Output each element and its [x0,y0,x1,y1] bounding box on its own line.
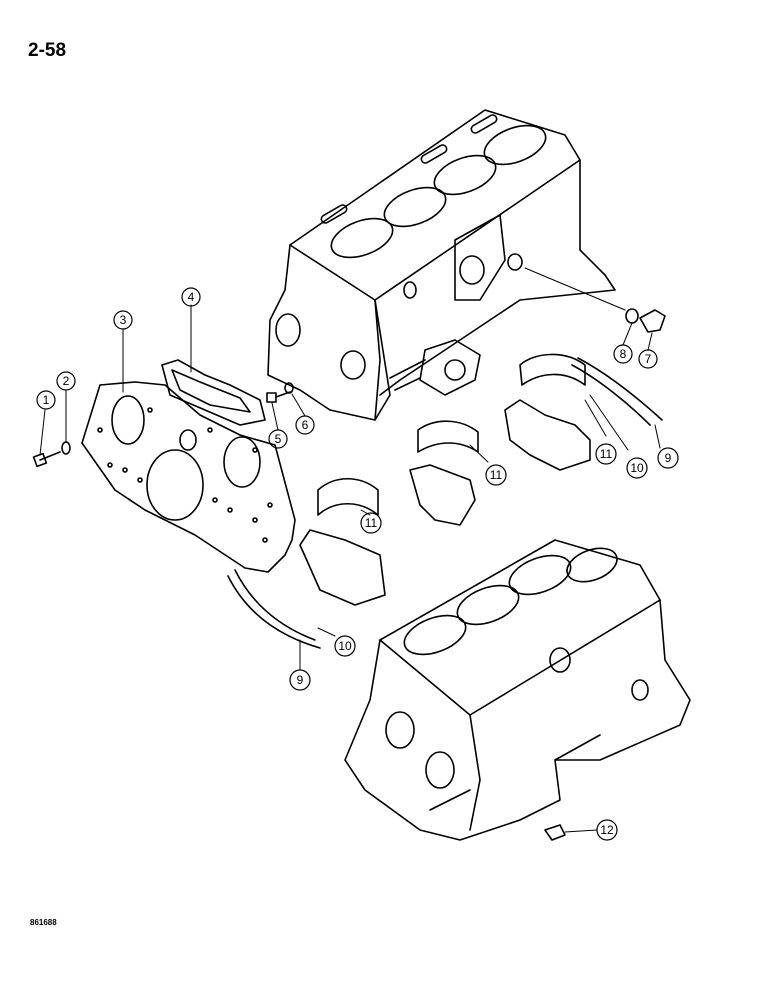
washer-2 [61,441,71,455]
main-bearing-set-lower-left [299,478,386,606]
thrust-washer-right [571,357,663,426]
callout-9-upper: 9 [657,447,679,469]
thrust-washer-left [227,569,321,649]
bolt-1 [32,451,61,468]
drawing-code: 861688 [30,918,57,927]
bolt-5 [266,391,291,403]
svg-text:6: 6 [302,418,309,432]
svg-text:11: 11 [600,447,613,461]
callout-10-upper: 10 [626,457,648,479]
page-number: 2-58 [28,40,67,61]
callout-7: 7 [638,349,658,369]
sender-7 [639,309,666,333]
plug-12 [544,824,566,841]
front-plate [81,381,296,573]
svg-text:4: 4 [188,290,195,304]
svg-text:11: 11 [490,468,503,482]
callout-6: 6 [295,415,315,435]
svg-text:11: 11 [365,516,378,530]
main-bearing-set-middle [409,420,479,526]
gasket [161,359,266,426]
callout-5: 5 [268,429,288,449]
svg-text:9: 9 [665,451,672,465]
callout-11-middle: 11 [485,464,507,486]
svg-text:10: 10 [338,639,352,653]
svg-text:10: 10 [630,461,644,475]
svg-text:3: 3 [120,313,127,327]
callout-12: 12 [596,819,618,841]
lower-cylinder-block [344,539,691,841]
callout-8: 8 [613,344,633,364]
callout-9-lower: 9 [289,669,311,691]
callout-10-lower: 10 [334,635,356,657]
svg-text:8: 8 [620,347,627,361]
callout-1: 1 [36,390,56,410]
upper-cylinder-block [267,109,626,421]
washer-6 [284,382,294,394]
callout-3: 3 [113,310,133,330]
leader-lines [39,304,661,833]
callout-4: 4 [181,287,201,307]
svg-text:12: 12 [600,823,614,837]
callout-11-right: 11 [595,443,617,465]
svg-text:9: 9 [297,673,304,687]
main-bearing-set-upper-right [504,353,591,471]
svg-text:2: 2 [63,374,70,388]
svg-text:7: 7 [645,352,652,366]
gasket-8 [625,308,639,324]
svg-text:5: 5 [275,432,282,446]
callout-11-left: 11 [360,512,382,534]
callout-2: 2 [56,371,76,391]
svg-text:1: 1 [43,393,50,407]
